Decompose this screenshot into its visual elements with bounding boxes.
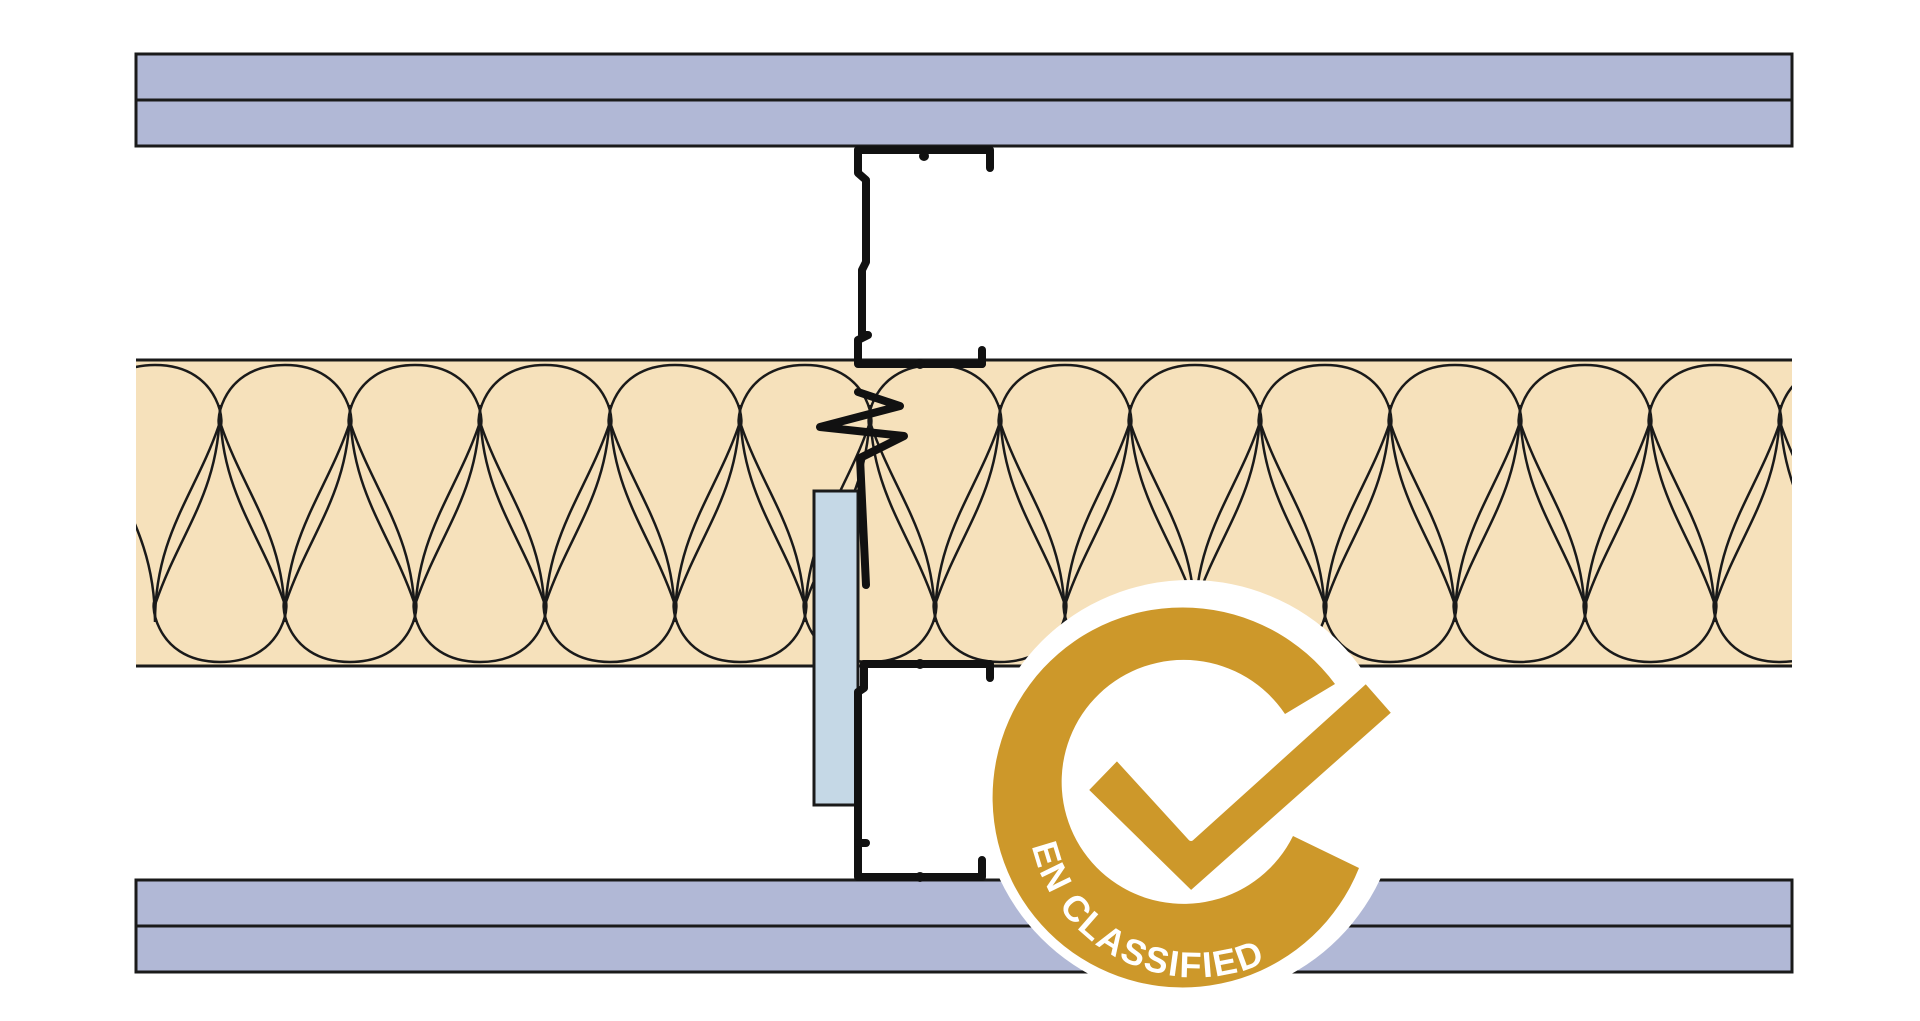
badge-gold-arc xyxy=(992,607,1359,988)
top-board-2 xyxy=(134,98,1794,148)
steel-c-studs xyxy=(816,146,994,881)
upper-c-stud xyxy=(854,146,986,368)
top-board-1 xyxy=(134,52,1794,102)
bottom-board-layers xyxy=(134,878,1794,974)
rivet-bottom xyxy=(915,872,925,882)
insulation-pattern xyxy=(136,363,1792,664)
insulation-loop-upper-13 xyxy=(1777,385,1792,457)
brace-plate xyxy=(812,489,860,807)
stud-rivets xyxy=(915,151,929,882)
checkmark-icon xyxy=(1082,677,1398,897)
lower-c-stud xyxy=(854,660,986,881)
bottom-board-1 xyxy=(134,878,1794,928)
insulation-fill xyxy=(136,360,1792,666)
insulation-loop-lower-12 xyxy=(1712,404,1792,664)
stud-connector-zigzag xyxy=(816,388,908,589)
rivet-lower-top xyxy=(915,659,925,669)
checkmark-shape xyxy=(1082,677,1398,897)
rivet-top xyxy=(919,151,929,161)
upper-stud-flange-top xyxy=(854,146,994,172)
rivet-mid xyxy=(915,359,925,369)
en-classified-badge: EN CLASSIFIED xyxy=(980,580,1400,1000)
lower-stud-flange-top xyxy=(860,660,994,682)
bottom-board-2 xyxy=(134,924,1794,974)
top-board-layers xyxy=(134,52,1794,148)
insulation-layer xyxy=(136,358,1792,668)
